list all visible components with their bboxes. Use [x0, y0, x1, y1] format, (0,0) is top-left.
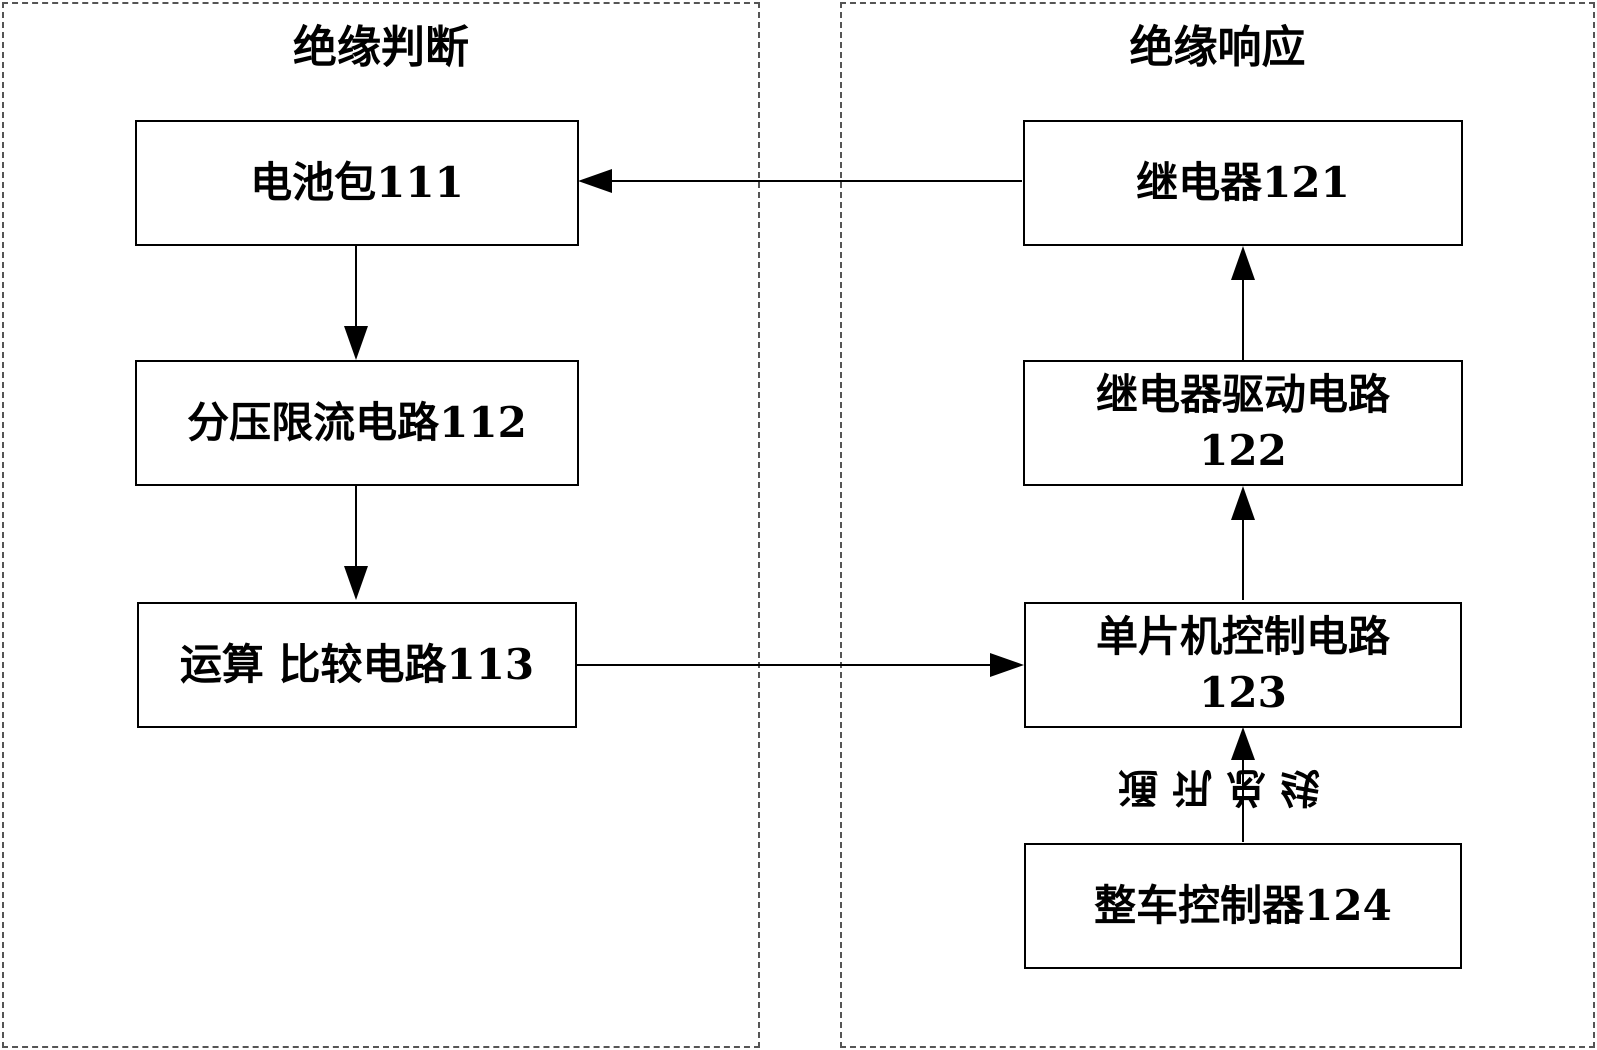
panel-title-judgment: 绝缘判断 — [293, 22, 469, 73]
arrowhead-compare — [344, 566, 368, 600]
panel-insulation-judgment: 绝缘判断 — [2, 2, 760, 1048]
battery-pack-box: 电池包111 — [135, 120, 579, 246]
comm-bus-label: 通讯总线 — [1118, 764, 1334, 811]
panel-title-response: 绝缘响应 — [1129, 22, 1306, 73]
mcu-control-box: 单片机控制电路 123 — [1024, 602, 1462, 728]
arrowhead-driver — [1231, 486, 1255, 520]
relay-box: 继电器121 — [1023, 120, 1463, 246]
relay-driver-box: 继电器驱动电路 122 — [1023, 360, 1463, 486]
vehicle-controller-box: 整车控制器124 — [1024, 843, 1462, 969]
compare-circuit-box: 运算 比较电路113 — [137, 602, 577, 728]
arrowhead-divider — [344, 326, 368, 360]
arrowhead-battery — [578, 169, 612, 193]
arrowhead-mcu-bottom — [1231, 727, 1255, 760]
arrowhead-relay — [1231, 246, 1255, 280]
arrowhead-mcu-side — [990, 653, 1024, 677]
panel-insulation-response: 绝缘响应 — [840, 2, 1595, 1048]
voltage-divider-box: 分压限流电路112 — [135, 360, 579, 486]
